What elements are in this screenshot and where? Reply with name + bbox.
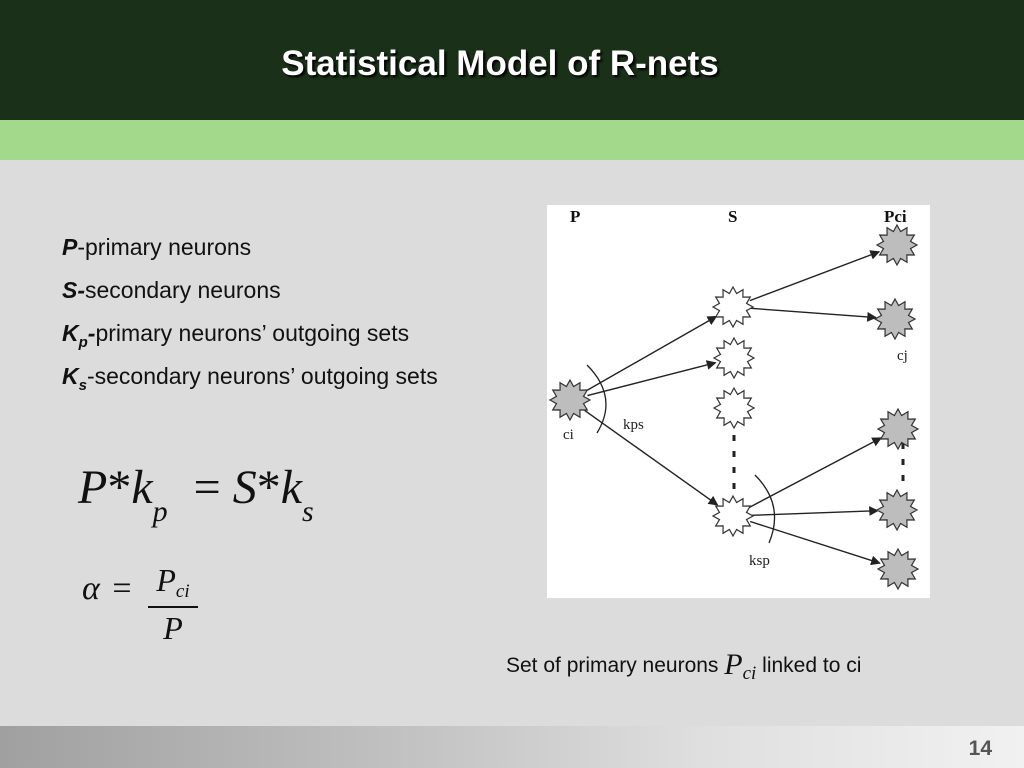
eq-p: P: [78, 461, 108, 514]
symbol-dash: -: [87, 320, 96, 346]
diagram-caption: Set of primary neurons Pci linked to ci: [506, 648, 861, 685]
definition-primary: P-primary neurons: [62, 228, 438, 271]
eq-equals: =: [193, 461, 221, 514]
symbol-k: K: [62, 320, 79, 346]
primary-neuron-p4: [875, 488, 919, 532]
definition-text: -primary neurons: [77, 234, 252, 260]
arrow-s1-p1: [749, 250, 881, 302]
definition-text: -secondary neurons’ outgoing sets: [86, 363, 438, 389]
label-cj: cj: [897, 348, 908, 364]
eq-sub-p: p: [152, 495, 168, 528]
arrow-s4-p4: [750, 506, 879, 517]
primary-neuron-p2: [873, 297, 917, 341]
footer-bar: [0, 726, 1024, 768]
definition-text: primary neurons’ outgoing sets: [95, 320, 410, 346]
column-label-pci: Pci: [884, 207, 907, 226]
label-kps: kps: [623, 417, 644, 433]
definition-text: secondary neurons: [85, 277, 281, 303]
definition-ks: Ks-secondary neurons’ outgoing sets: [62, 357, 438, 400]
connection-arrows: [584, 250, 883, 566]
caption-text-after: linked to ci: [762, 654, 862, 677]
definition-secondary: S-secondary neurons: [62, 271, 438, 314]
diagram-canvas: P S Pci ci cj kps ksp: [548, 207, 920, 591]
equation-balance: P*kp = S*ks: [78, 460, 314, 528]
alpha-equals: =: [112, 570, 132, 607]
numerator-sub: ci: [175, 581, 190, 602]
definition-kp: Kp-primary neurons’ outgoing sets: [62, 314, 438, 357]
primary-neuron-p1: [875, 223, 919, 267]
symbol-p: P: [62, 234, 78, 260]
caption-text-before: Set of primary neurons: [506, 654, 719, 677]
numerator-p: P: [156, 562, 176, 598]
label-ci: ci: [563, 427, 574, 443]
title-bar: Statistical Model of R-nets: [0, 0, 1024, 120]
caption-pci-sub: ci: [742, 663, 757, 684]
arrow-ci-s4: [584, 409, 719, 506]
secondary-neuron-s4: [711, 494, 755, 538]
primary-neuron-p3: [876, 407, 920, 451]
fraction-denominator: P: [163, 610, 183, 646]
arrow-s1-p2: [750, 307, 878, 322]
eq-sub-s: s: [302, 495, 314, 528]
secondary-neuron-s3: [712, 386, 756, 430]
caption-pci: P: [724, 648, 743, 681]
eq-s: S: [232, 461, 257, 514]
label-ksp: ksp: [749, 553, 770, 569]
arrow-ci-s2: [587, 360, 717, 397]
page-number: 14: [968, 737, 992, 760]
column-label-s: S: [728, 207, 737, 226]
primary-neuron-ci: [548, 378, 592, 422]
ksp-arc: [754, 474, 776, 544]
alpha-symbol: α: [82, 570, 100, 607]
secondary-neuron-s2: [712, 336, 756, 380]
fraction-bar: [148, 606, 198, 608]
eq-star: *: [256, 461, 281, 514]
equation-alpha: α =: [82, 570, 132, 608]
network-diagram: P S Pci ci cj kps ksp: [547, 205, 930, 598]
primary-neuron-p5: [876, 547, 920, 591]
alpha-fraction: Pci P: [148, 562, 198, 646]
eq-star: *: [107, 461, 132, 514]
symbol-subscript: s: [78, 377, 87, 394]
symbol-k: K: [62, 363, 79, 389]
secondary-neuron-s1: [711, 285, 755, 329]
column-label-p: P: [570, 207, 580, 226]
fraction-numerator: Pci: [148, 562, 198, 604]
ellipsis-dots: [732, 435, 905, 495]
eq-k: k: [280, 461, 303, 514]
arrow-ci-s1: [585, 315, 718, 392]
neurons: [548, 223, 920, 591]
slide-title: Statistical Model of R-nets: [281, 44, 719, 83]
definitions-list: P-primary neurons S-secondary neurons Kp…: [62, 228, 438, 400]
kps-arc: [586, 364, 607, 434]
symbol-subscript: p: [78, 334, 88, 351]
symbol-s: S-: [62, 277, 85, 303]
arrow-s4-p5: [749, 520, 881, 566]
outgoing-set-arcs: [586, 364, 776, 544]
arrow-s4-p3: [748, 437, 883, 509]
eq-k: k: [131, 461, 153, 514]
accent-band: [0, 120, 1024, 160]
